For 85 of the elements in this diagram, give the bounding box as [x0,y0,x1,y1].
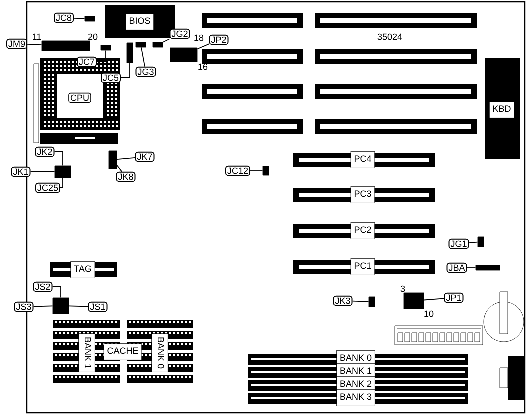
tag-chip: TAG [50,262,117,278]
node-label: BANK 3 [340,394,372,400]
keyboard-connector: KBD [485,58,520,159]
jumper-block [108,150,118,170]
leader-line [74,18,86,20]
jumper-callout: JG1 [448,238,470,250]
simm-slot: BANK 1 [248,364,468,380]
cpu-label: CPU [68,92,92,104]
leader-line [141,47,146,68]
jumper-callout: JM9 [6,38,28,50]
pci-slot: PC4 [293,152,435,168]
jumper-callout: JC25 [36,182,60,194]
expansion-slot [202,49,303,64]
jumper-block [368,296,376,308]
leader-line [116,165,122,172]
jumper-callout: JC12 [226,166,250,176]
expansion-slot [202,84,303,99]
expansion-slot [315,119,477,134]
jumper-block [476,265,500,271]
leader-line [116,157,136,160]
cache-label: CACHE [104,344,142,360]
pin-number: 35024 [378,34,402,40]
expansion-slot [315,13,477,28]
jumper-block [84,16,96,22]
leader-line [352,300,370,302]
jumper-block [170,48,198,62]
jumper-block [136,42,146,48]
jumper-callout: JK3 [333,296,353,306]
jumper-callout: JC7 [77,56,97,68]
jumper-callout: JBA [446,262,468,274]
bank-label: BANK 0 [152,333,168,373]
leader-line [424,298,445,301]
jumper-callout: JK7 [135,152,155,162]
bank-label: BANK 1 [78,333,96,373]
pin-number: 20 [88,34,98,40]
pin-number: 10 [424,310,434,318]
jumper-block [404,292,424,310]
jumper-block [126,42,134,64]
jumper-callout: JC8 [54,12,74,24]
simm-slot: BANK 0 [248,350,468,368]
jumper-block [152,42,164,48]
expansion-slot [202,13,303,28]
leader-line [52,286,62,298]
jumper-callout: JK1 [11,166,31,178]
pci-slot: PC1 [293,258,435,276]
jumper-block [54,166,72,178]
leader-line [162,38,170,43]
expansion-slot [315,84,477,99]
pin-number: 18 [194,34,204,42]
jumper-block [52,298,70,314]
expansion-slot [315,49,477,64]
leader-line [54,152,64,166]
jumper-callout: JP1 [444,292,464,304]
jumper-callout: JS3 [14,302,34,312]
jumper-callout: JS2 [33,282,53,292]
jumper-callout: JC5 [101,72,121,84]
simm-slot: BANK 2 [248,376,468,394]
jumper-callout: JK8 [116,172,136,182]
jumper-callout: JS1 [88,302,108,312]
pci-slot: PC3 [293,186,435,204]
jumper-block [262,166,270,176]
node-label: BANK 1 [340,368,372,374]
pin-number: 11 [33,34,42,40]
jumper-callout: JG3 [136,66,156,78]
expansion-slot [202,119,303,134]
jumper-block [42,40,90,52]
pci-slot: PC2 [293,222,435,240]
pin-number: 3 [400,286,406,292]
leader-line [250,170,264,172]
simm-slot: BANK 3 [248,390,468,406]
leader-line [197,44,210,50]
leader-line [27,44,42,46]
leader-line [68,306,89,308]
leader-line [468,242,478,244]
jumper-block [100,45,112,51]
jumper-callout: JP2 [209,34,229,46]
jumper-callout: JG2 [170,28,190,40]
node-label: BANK 2 [340,380,372,388]
pin-number: 16 [198,64,208,70]
leader-line [96,50,106,62]
leader-line [120,62,130,78]
leader-line [60,178,64,188]
leader-line [33,306,54,308]
jumper-callout: JK2 [35,146,55,158]
jumper-block [478,236,484,248]
